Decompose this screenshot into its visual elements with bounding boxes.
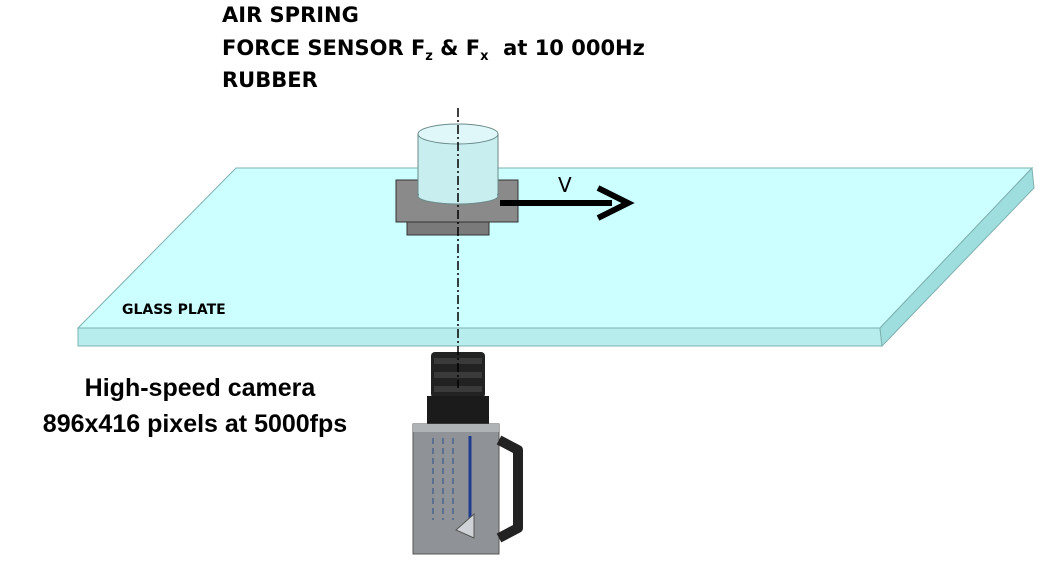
- camera-lens-ring: [434, 358, 482, 364]
- glass-plate: [76, 166, 1035, 348]
- force-sensor: [395, 179, 519, 236]
- camera-lens-base: [427, 396, 489, 426]
- force-sensor-sub-x: x: [480, 49, 489, 64]
- camera-label-line1: High-speed camera: [85, 374, 317, 402]
- glass-plate-front-edge: [77, 327, 883, 347]
- velocity-label: V: [558, 173, 572, 197]
- force-sensor-label-prefix: FORCE SENSOR F: [222, 36, 425, 60]
- camera-body: [412, 423, 500, 555]
- force-sensor-label-suffix: at 10 000Hz: [489, 36, 645, 60]
- air-spring-label: AIR SPRING: [222, 3, 359, 27]
- camera-body-top: [413, 424, 499, 432]
- velocity-arrow: [500, 185, 635, 221]
- glass-plate-label: GLASS PLATE: [122, 302, 226, 318]
- camera-lens-ring: [434, 386, 482, 392]
- force-sensor-sub-z: z: [425, 49, 433, 64]
- velocity-arrow-head: [596, 185, 635, 221]
- glass-plate-side-edge: [879, 166, 1035, 348]
- camera-label-line2: 896x416 pixels at 5000fps: [43, 410, 347, 438]
- rubber-label: RUBBER: [222, 68, 318, 92]
- force-sensor-label: FORCE SENSOR Fz & Fx at 10 000Hz: [222, 36, 645, 64]
- force-sensor-label-amp: & F: [433, 36, 480, 60]
- camera-handle: [496, 435, 523, 543]
- camera-logo-icon: [455, 512, 475, 539]
- high-speed-camera: [412, 352, 523, 555]
